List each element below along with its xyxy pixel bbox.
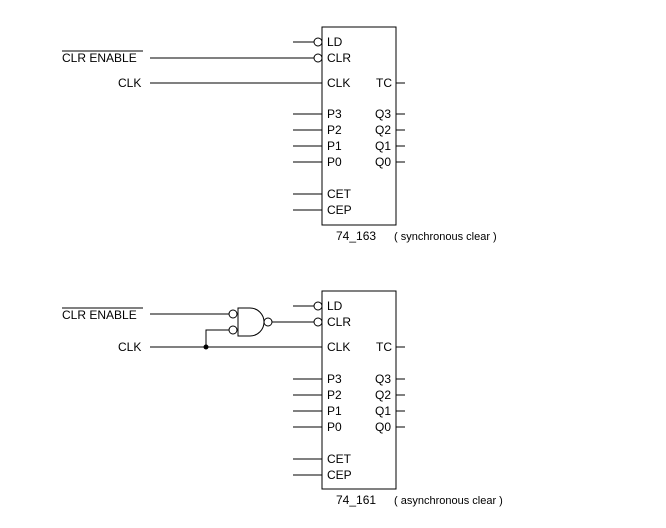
pin-p3-label: P3	[327, 107, 342, 121]
clr-enable-label: CLR ENABLE	[62, 308, 137, 322]
pin-q3-label: Q3	[375, 372, 391, 386]
pin-p3-label: P3	[327, 372, 342, 386]
clk-label: CLK	[118, 340, 141, 354]
part-name: 74_161	[336, 493, 376, 507]
ld-inversion-bubble	[313, 37, 323, 47]
pin-tc-label: TC	[376, 340, 392, 354]
pin-clk-label: CLK	[327, 340, 350, 354]
pin-p0-label: P0	[327, 420, 342, 434]
pin-p1-label: P1	[327, 139, 342, 153]
ld-inversion-bubble	[313, 301, 323, 311]
pin-p2-label: P2	[327, 123, 342, 137]
clr-inversion-bubble	[313, 317, 323, 327]
pin-cep-label: CEP	[327, 468, 352, 482]
nand-input-bubble-a	[228, 309, 238, 319]
pin-q2-label: Q2	[375, 388, 391, 402]
chip-74-163-body	[321, 26, 397, 226]
pin-clk-label: CLK	[327, 76, 350, 90]
pin-q1-label: Q1	[375, 404, 391, 418]
pin-cet-label: CET	[327, 187, 352, 201]
clk-tap-wire	[205, 329, 229, 347]
pin-clr-label: CLR	[327, 51, 351, 65]
nand-gate	[228, 307, 273, 337]
pin-q2-label: Q2	[375, 123, 391, 137]
pin-ld-label: LD	[327, 35, 343, 49]
circuit-top: CLR ENABLE CLK LD CLR CLK P3 P2 P1 P0 CE…	[62, 26, 497, 243]
clr-enable-label: CLR ENABLE	[62, 51, 137, 65]
part-note: ( synchronous clear )	[394, 231, 497, 243]
pin-tc-label: TC	[376, 76, 392, 90]
pin-clr-label: CLR	[327, 315, 351, 329]
clk-label: CLK	[118, 76, 141, 90]
part-note: ( asynchronous clear )	[394, 495, 503, 507]
chip-74-161-body	[321, 290, 397, 490]
circuit-bottom: CLR ENABLE CLK LD CLR CLK P3 P2	[62, 290, 503, 507]
pin-cep-label: CEP	[327, 203, 352, 217]
pin-q0-label: Q0	[375, 420, 391, 434]
pin-p1-label: P1	[327, 404, 342, 418]
pin-q1-label: Q1	[375, 139, 391, 153]
nand-output-bubble	[263, 317, 273, 327]
pin-cet-label: CET	[327, 452, 352, 466]
pin-ld-label: LD	[327, 299, 343, 313]
part-name: 74_163	[336, 229, 376, 243]
clr-inversion-bubble	[313, 53, 323, 63]
pin-q3-label: Q3	[375, 107, 391, 121]
nand-gate-body	[237, 307, 265, 337]
pin-q0-label: Q0	[375, 155, 391, 169]
nand-input-bubble-b	[228, 325, 238, 335]
pin-p2-label: P2	[327, 388, 342, 402]
pin-p0-label: P0	[327, 155, 342, 169]
